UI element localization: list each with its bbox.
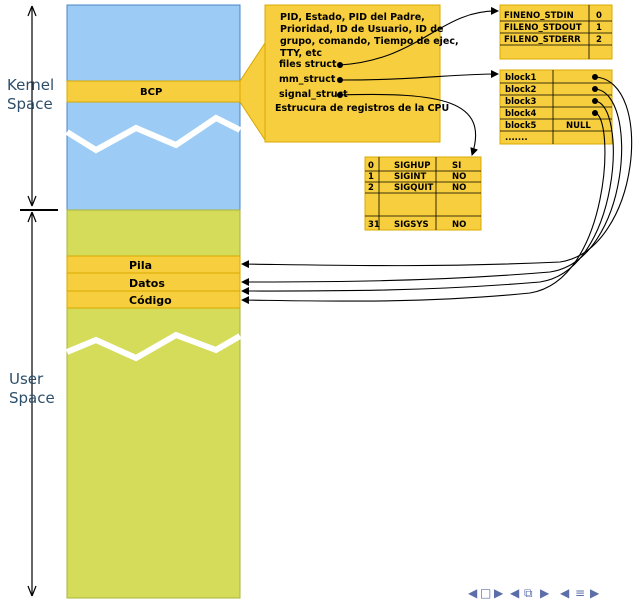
signal-num: 2	[368, 183, 374, 193]
nav-list-icon[interactable]: ≡	[575, 586, 585, 600]
files-row-fd: 0	[596, 11, 602, 21]
blocks-table: block1 block2 block3 block4 block5 NULL …	[499, 69, 613, 145]
kernel-space-label-1: Kernel	[7, 76, 54, 94]
nav-right-icon[interactable]: ▶	[540, 586, 550, 600]
user-space-axis	[27, 211, 37, 597]
mm-struct-arrow	[339, 70, 499, 81]
signals-table: 0 SIGHUP SI 1 SIGINT NO 2 SIGQUIT NO 31 …	[364, 156, 482, 231]
signal-num: 31	[368, 220, 380, 230]
signal-val: NO	[452, 220, 466, 230]
user-space-label-2: Space	[9, 389, 55, 407]
mm-struct-field: mm_struct	[279, 74, 336, 85]
signal-val: SI	[452, 161, 461, 171]
files-row-fd: 1	[596, 23, 602, 33]
nav-right-icon[interactable]: ▶	[590, 586, 600, 600]
nav-frame-icon[interactable]: □	[480, 586, 491, 600]
bcp-info-line-3: grupo, comando, Tiempo de ejec,	[280, 36, 459, 47]
block-row-name: block1	[505, 73, 537, 83]
nav-left-icon[interactable]: ◀	[510, 586, 520, 600]
beamer-navigation[interactable]: ◀ □ ▶ ◀ ⧉ ▶ ◀ ≡ ▶	[468, 586, 600, 600]
files-row-name: FILENO_STDERR	[504, 35, 581, 45]
bcp-info-line-4: TTY, etc	[280, 48, 322, 59]
user-space-label-1: User	[9, 370, 44, 388]
files-table: FINENO_STDIN 0 FILENO_STDOUT 1 FILENO_ST…	[499, 4, 613, 60]
segment-pila: Pila	[129, 259, 152, 272]
signal-name: SIGHUP	[394, 161, 431, 171]
block-row-val: NULL	[566, 121, 591, 131]
bcp-label: BCP	[140, 87, 162, 98]
block-row-name: block3	[505, 97, 537, 107]
kernel-space-axis	[27, 5, 37, 207]
bcp-band: BCP	[66, 80, 241, 103]
files-row-name: FILENO_STDOUT	[504, 23, 582, 33]
nav-left-icon[interactable]: ◀	[560, 586, 570, 600]
signal-num: 1	[368, 172, 374, 182]
nav-right-icon[interactable]: ▶	[494, 586, 504, 600]
signal-struct-field: signal_struct	[279, 89, 348, 100]
kernel-space-column	[65, 4, 242, 211]
files-struct-arrow	[339, 6, 499, 66]
signal-num: 0	[368, 161, 374, 171]
nav-left-icon[interactable]: ◀	[468, 586, 478, 600]
kernel-space-label-2: Space	[7, 95, 53, 113]
block-row-name: block5	[505, 121, 537, 131]
signal-struct-arrow	[339, 93, 478, 156]
block2-pointer	[241, 88, 623, 286]
block-row-name: block4	[505, 109, 537, 119]
block1-pointer	[241, 76, 633, 269]
signal-val: NO	[452, 183, 466, 193]
signal-val: NO	[452, 172, 466, 182]
files-row-fd: 2	[596, 35, 602, 45]
user-segments: Pila Datos Código	[66, 255, 241, 309]
segment-datos: Datos	[129, 277, 165, 290]
bcp-detail-box: PID, Estado, PID del Padre, Prioridad, I…	[264, 4, 459, 143]
signal-name: SIGINT	[394, 172, 427, 182]
cpu-registers-label: Estrucura de registros de la CPU	[275, 103, 449, 114]
files-struct-field: files struct	[279, 59, 337, 70]
nav-section-icon[interactable]: ⧉	[524, 586, 533, 600]
signal-name: SIGQUIT	[394, 183, 434, 193]
block-row-name: .......	[505, 133, 528, 143]
segment-codigo: Código	[129, 294, 172, 307]
bcp-info-line-1: PID, Estado, PID del Padre,	[280, 12, 425, 23]
block-row-name: block2	[505, 85, 537, 95]
bcp-info-line-2: Prioridad, ID de Usuario, ID de	[280, 24, 443, 35]
bcp-callout-wedge	[239, 41, 266, 142]
block3-pointer	[241, 100, 614, 296]
signal-name: SIGSYS	[394, 220, 429, 230]
block4-pointer	[241, 112, 606, 305]
files-row-name: FINENO_STDIN	[504, 11, 574, 21]
